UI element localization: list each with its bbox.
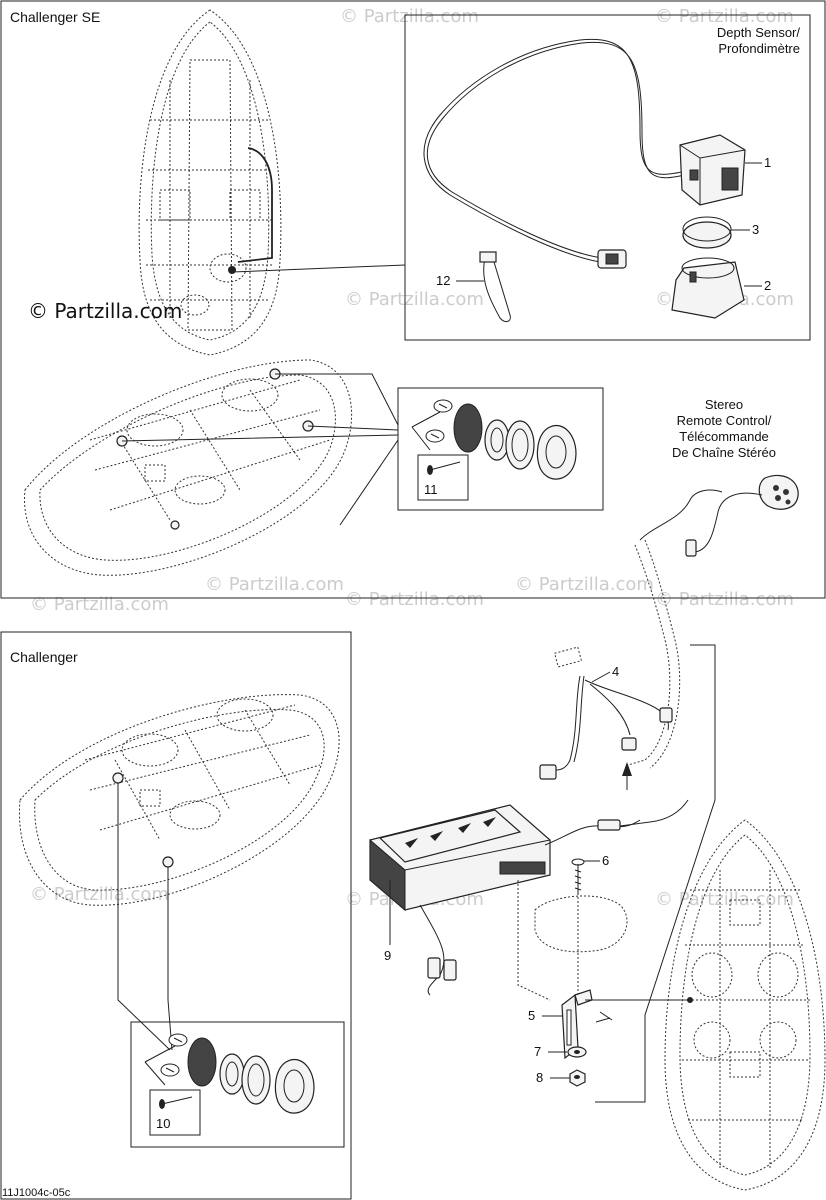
stereo-label: Stereo [705,397,743,412]
stereo-label-fr: Télécommande [679,429,769,444]
part-number-2: 2 [764,278,771,293]
speaker-detail-box-se [397,387,604,511]
section-title-challenger: Challenger [10,649,78,665]
depth-sensor-label-fr: Profondimètre [718,41,800,56]
part-number-6: 6 [602,853,609,868]
sensor-housing-icon [671,257,745,319]
depth-sensor-icon [679,134,746,206]
depth-sensor-box [404,14,811,341]
watermark-text: © Partzilla.com [655,589,794,610]
speaker-icon [144,1033,315,1114]
remote-cable [627,544,671,766]
nut-icon [569,1069,586,1087]
part-number-11: 11 [424,482,438,497]
part-number-3: 3 [752,222,759,237]
stereo-unit-icon [369,799,689,996]
boat-hull-perspective-se [24,359,352,576]
watermark-main: © Partzilla.com [28,299,182,323]
part-number-5: 5 [528,1008,535,1023]
dash-panel [534,895,628,953]
boat-hull-perspective-challenger [18,694,340,906]
cable-tie-icon [479,251,511,323]
challenger-frame [0,631,352,1200]
stereo-label-fr-2: De Chaîne Stéréo [672,445,776,460]
bracket-icon [561,989,613,1060]
speaker-leader-lines-challenger [117,783,173,1051]
section-title-challenger-se: Challenger SE [10,9,100,25]
screw-icon [159,1096,193,1109]
stereo-label-2: Remote Control/ [677,413,772,428]
watermark-text: © Partzilla.com [30,884,169,905]
watermark-text: © Partzilla.com [655,889,794,910]
watermark-text: © Partzilla.com [655,6,794,27]
part-number-1: 1 [764,155,771,170]
depth-sensor-cable [423,38,691,263]
part-number-9: 9 [384,948,391,963]
washer-icon [567,1046,587,1058]
speaker-detail-box-challenger [130,1021,345,1148]
watermark-text: © Partzilla.com [515,574,654,595]
boat-hull-top-view-right [664,819,826,1191]
speaker-leader-lines [121,373,399,526]
watermark-text: © Partzilla.com [30,594,169,615]
assembly-frame-line [595,644,716,1103]
watermark-text: © Partzilla.com [205,574,344,595]
leader-line [231,264,406,273]
sensor-disc-icon [682,216,732,249]
remote-control-icon [639,474,799,557]
watermark-text: © Partzilla.com [345,289,484,310]
challenger-se-frame [0,0,826,599]
part-10-box [149,1089,201,1136]
wiring-harness-icon [539,646,673,790]
watermark-text: © Partzilla.com [340,6,479,27]
part-11-box [417,454,469,501]
part-number-10: 10 [156,1116,170,1131]
watermark-text: © Partzilla.com [345,589,484,610]
depth-sensor-label: Depth Sensor/ [717,25,800,40]
part-number-4: 4 [612,664,619,679]
part-number-8: 8 [536,1070,543,1085]
figure-code: 11J1004c-05c [2,1187,71,1199]
part-number-12: 12 [436,273,450,288]
part-number-7: 7 [534,1044,541,1059]
screw-icon [427,461,461,475]
boat-hull-top-view [138,9,282,356]
speaker-icon [411,399,577,480]
screw-icon [571,858,585,895]
